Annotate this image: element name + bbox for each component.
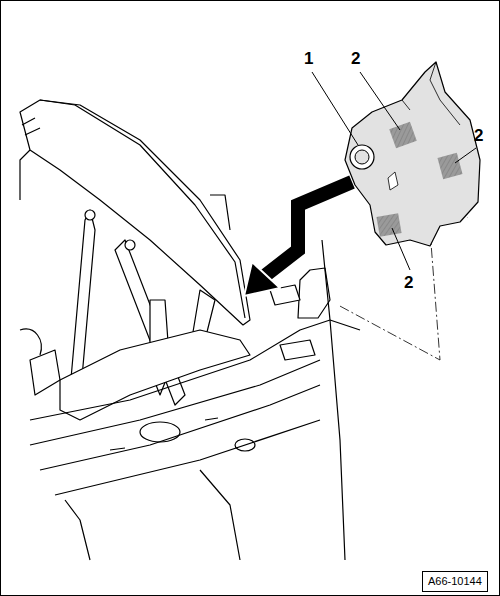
leader-line — [312, 72, 476, 270]
figure-code: A66-10144 — [422, 571, 488, 592]
direction-arrow — [244, 182, 352, 296]
callout-number: 1 — [304, 50, 313, 67]
adhesive-pad — [389, 122, 417, 148]
engine-bay — [20, 100, 360, 560]
cover-part — [345, 62, 480, 246]
adhesive-pad — [376, 213, 401, 237]
callout-number: 2 — [351, 50, 360, 67]
adhesive-pad — [437, 153, 462, 179]
callout-number: 2 — [474, 127, 483, 144]
callout-number: 2 — [404, 274, 413, 291]
